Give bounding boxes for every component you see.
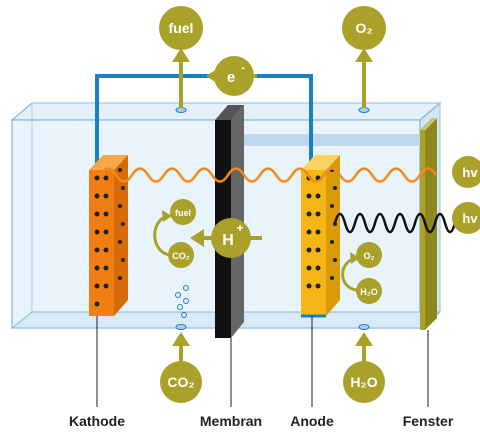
h2o-inlet-port bbox=[358, 324, 370, 330]
orange-light-wave bbox=[98, 167, 438, 183]
svg-text:e: e bbox=[227, 69, 235, 86]
h2o-inner-bubble: H₂O bbox=[356, 278, 382, 304]
svg-text:CO₂: CO₂ bbox=[172, 251, 190, 261]
o2-outlet-port bbox=[358, 107, 370, 113]
anode-reaction-arrow bbox=[341, 252, 360, 292]
co2-inner-bubble: CO₂ bbox=[168, 242, 194, 268]
svg-text:fuel: fuel bbox=[169, 20, 194, 36]
svg-text:O₂: O₂ bbox=[355, 20, 372, 36]
o2-inner-bubble: O₂ bbox=[356, 242, 382, 268]
black-light-wave bbox=[333, 212, 467, 234]
cathode-reaction-arrow bbox=[153, 210, 172, 257]
label-anode: Anode bbox=[290, 413, 334, 429]
svg-text:O₂: O₂ bbox=[364, 251, 375, 261]
external-wire bbox=[95, 74, 313, 170]
svg-text:+: + bbox=[236, 221, 243, 235]
hv-top-bubble: hv bbox=[452, 156, 480, 188]
cathode-electrode bbox=[89, 155, 128, 316]
proton-bubble: H + bbox=[211, 218, 251, 258]
anode-electrode bbox=[301, 155, 340, 318]
svg-text:H₂O: H₂O bbox=[350, 374, 377, 390]
fuel-outlet-arrow bbox=[172, 48, 190, 108]
svg-text:CO₂: CO₂ bbox=[167, 374, 194, 390]
co2-inlet-port bbox=[175, 324, 187, 330]
h2o-inlet-arrow bbox=[355, 332, 373, 362]
fuel-top-bubble: fuel bbox=[159, 6, 203, 50]
electron-bubble: e - bbox=[214, 56, 254, 96]
label-fenster: Fenster bbox=[403, 413, 454, 429]
svg-text:hv: hv bbox=[462, 211, 478, 226]
gas-bubbles bbox=[175, 285, 189, 318]
fuel-inner-bubble: fuel bbox=[170, 199, 196, 225]
svg-text:H: H bbox=[222, 232, 234, 249]
leader-lines bbox=[96, 316, 429, 407]
svg-text:-: - bbox=[241, 62, 245, 74]
svg-text:fuel: fuel bbox=[175, 208, 191, 218]
h2o-bottom-bubble: H₂O bbox=[343, 361, 385, 403]
co2-bottom-bubble: CO₂ bbox=[160, 361, 202, 403]
label-membran: Membran bbox=[200, 413, 262, 429]
o2-outlet-arrow bbox=[355, 48, 373, 108]
svg-text:H₂O: H₂O bbox=[360, 287, 378, 297]
hv-bottom-bubble: hv bbox=[452, 202, 480, 234]
fuel-outlet-port bbox=[175, 107, 187, 113]
light-waves bbox=[98, 167, 467, 234]
svg-text:hv: hv bbox=[462, 165, 478, 180]
o2-top-bubble: O₂ bbox=[342, 6, 386, 50]
label-kathode: Kathode bbox=[69, 413, 125, 429]
co2-inlet-arrow bbox=[172, 332, 190, 362]
